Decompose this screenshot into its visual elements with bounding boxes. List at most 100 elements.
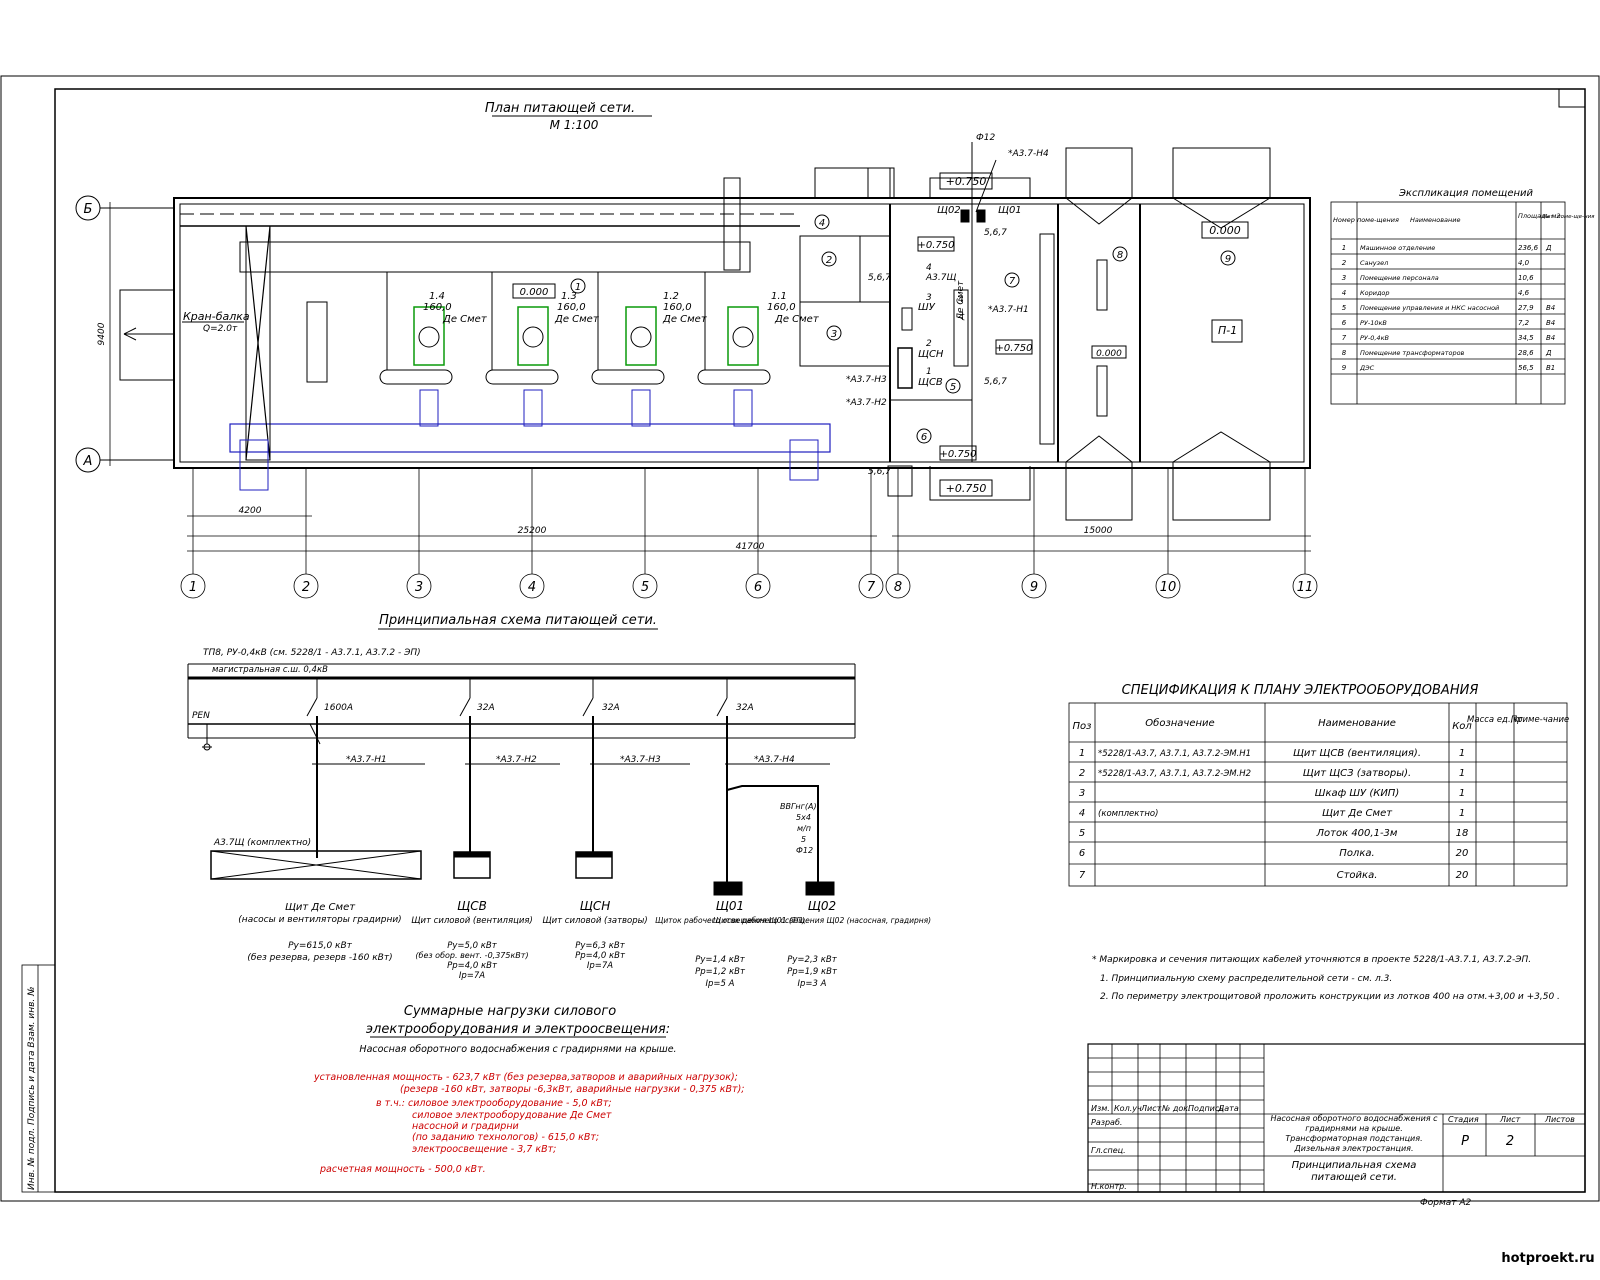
svg-text:11: 11 <box>1297 580 1314 595</box>
summary: Суммарные нагрузки силового электрообору… <box>313 1004 745 1175</box>
rooms-table: Экспликация помещений Номер поме-щения Н… <box>1330 188 1595 405</box>
rooms-table-cell: 4,0 <box>1518 259 1530 267</box>
breaker-32a-2: 32А <box>602 703 620 713</box>
svg-text:Ф12: Ф12 <box>796 846 813 855</box>
svg-text:7: 7 <box>1009 276 1016 287</box>
load-shchsn-name: ЩСН <box>580 899 611 913</box>
dim-15000: 15000 <box>1084 526 1113 536</box>
panel-label-shu: ШУ <box>918 302 936 313</box>
dimension-lines <box>109 202 1311 552</box>
note-1: 1. Принципиальную схему распределительно… <box>1100 974 1392 984</box>
notes: * Маркировка и сечения питающих кабелей … <box>1092 955 1560 1002</box>
svg-text:10: 10 <box>1160 580 1177 595</box>
callout-3: 3 <box>926 293 932 303</box>
spec-table-cell: Полка. <box>1339 848 1374 859</box>
stamp-sheet: 2 <box>1506 1134 1514 1149</box>
rooms-table-cell: В1 <box>1546 364 1555 372</box>
rooms-table-cell: 4,6 <box>1518 289 1530 297</box>
svg-text:2: 2 <box>826 255 832 266</box>
pump-1-2 <box>591 272 665 427</box>
rooms-table-cell: Д <box>1545 244 1552 252</box>
rooms-table-cell: РУ-0,4кВ <box>1360 334 1389 342</box>
svg-text:5х4: 5х4 <box>796 813 811 822</box>
callout-1: 1 <box>926 367 932 377</box>
spec-table-cell: *5228/1-А3.7, А3.7.1, А3.7.2-ЭМ.Н2 <box>1098 769 1251 779</box>
pump-1-2-power: 160,0 <box>663 302 692 313</box>
svg-text:4: 4 <box>528 580 536 595</box>
rooms-table-cell: 7,2 <box>1518 319 1530 327</box>
rooms-table-cell: 2 <box>1342 259 1347 267</box>
panel-label-desmet: Де Смет <box>956 280 966 321</box>
level-plus-0750-room4: +0.750 <box>917 240 954 251</box>
load-shch01-name: Щ01 <box>716 899 744 913</box>
plan-title: План питающей сети. <box>485 101 635 116</box>
panel-label-shch01: Щ01 <box>998 205 1022 216</box>
feeder-3 <box>582 678 594 855</box>
svg-text:Рр=1,2 кВт: Рр=1,2 кВт <box>695 967 746 977</box>
watermark: hotproekt.ru <box>1501 1251 1594 1266</box>
cable-n3: *А3.7-Н3 <box>620 755 661 765</box>
title-block: Изм. Кол.уч Лист № док. Подпись Дата Раз… <box>1087 1043 1586 1208</box>
rooms-table-cell: Помещение управления и НКС насосной <box>1360 304 1499 312</box>
plan-scale: М 1:100 <box>550 118 599 132</box>
bus-label: магистральная с.ш. 0,4кВ <box>212 665 328 675</box>
pump-1-4-name: Де Смет <box>442 314 488 325</box>
panel-label-shch02: Щ02 <box>937 205 961 216</box>
rooms-table-cell: В4 <box>1546 334 1555 342</box>
crane-capacity: Q=2.0т <box>203 324 238 334</box>
svg-text:6: 6 <box>921 432 927 443</box>
cable-label-n1: *А3.7-Н1 <box>988 305 1029 315</box>
svg-text:Лист: Лист <box>1140 1104 1162 1113</box>
spec-table-cell: Щит ЩСВ (вентиляция). <box>1293 748 1421 759</box>
level-plus-0750-room6: +0.750 <box>939 449 976 460</box>
svg-text:Ру=1,4 кВт: Ру=1,4 кВт <box>695 955 745 965</box>
svg-text:(по заданию технологов): (по заданию технологов) - 615,0 кВт; <box>412 1132 599 1143</box>
svg-text:Ip=7А: Ip=7А <box>459 971 485 981</box>
pump-1-1-power: 160,0 <box>767 302 796 313</box>
breaker-32a-1: 32А <box>477 703 495 713</box>
svg-text:Рр=1,9 кВт: Рр=1,9 кВт <box>787 967 838 977</box>
rooms-table-cell: Помещение трансформаторов <box>1360 349 1465 357</box>
panel-label-shchsn: ЩСН <box>918 349 944 360</box>
rooms-table-cell: 27,9 <box>1518 304 1534 312</box>
callout-567-b: 5,6,7 <box>868 273 891 283</box>
svg-text:м/п: м/п <box>797 824 811 833</box>
feeder-2 <box>459 678 471 855</box>
svg-text:Листов: Листов <box>1544 1115 1575 1124</box>
callout-567-a: 5,6,7 <box>984 228 1007 238</box>
callout-2b: 2 <box>958 311 964 321</box>
rooms-table-cell: ДЭС <box>1359 364 1375 372</box>
rooms-table-cell: Коридор <box>1360 289 1390 297</box>
svg-text:8: 8 <box>1117 250 1123 261</box>
rooms-table-cell: РУ-10кВ <box>1360 319 1387 327</box>
svg-text:Кол.уч: Кол.уч <box>1114 1104 1142 1113</box>
spec-table-cell: 1 <box>1459 768 1465 779</box>
svg-text:Щит силовой (затворы): Щит силовой (затворы) <box>542 916 647 926</box>
dim-height: 9400 <box>97 322 107 345</box>
row-axis-a: А <box>83 454 93 469</box>
pump-1-3-id: 1.3 <box>561 291 577 302</box>
breaker-1600a: 1600А <box>324 703 353 713</box>
building-outline <box>173 197 1311 469</box>
svg-text:силовое электрооборудование Де: силовое электрооборудование Де Смет <box>412 1110 612 1121</box>
pump-1-2-id: 1.2 <box>663 291 679 302</box>
cable-label-n3: *А3.7-Н3 <box>846 375 887 385</box>
rooms-table-cell: 7 <box>1342 334 1347 342</box>
panel-label-p1: П-1 <box>1218 324 1237 337</box>
cable-label-n2: *А3.7-Н2 <box>846 398 887 408</box>
svg-text:4: 4 <box>819 218 825 229</box>
svg-text:Приме-чание: Приме-чание <box>1511 715 1570 725</box>
spec-table-cell: 20 <box>1456 848 1469 859</box>
rooms-table-cell: 9 <box>1342 364 1347 372</box>
svg-text:Ру=615,0 кВт: Ру=615,0 кВт <box>288 941 353 951</box>
load-shchsv-name: ЩСВ <box>457 899 487 913</box>
rooms-table-cell: 8 <box>1342 349 1347 357</box>
cable-n1: *А3.7-Н1 <box>346 755 387 765</box>
rooms-table-cell: 34,5 <box>1518 334 1534 342</box>
load-shch02-name: Щ02 <box>808 899 836 913</box>
spec-table-cell: 1 <box>1079 748 1085 759</box>
panel-label-a37shch: А3.7Щ <box>925 273 956 283</box>
rooms-table-cell: Машинное отделение <box>1360 244 1435 252</box>
